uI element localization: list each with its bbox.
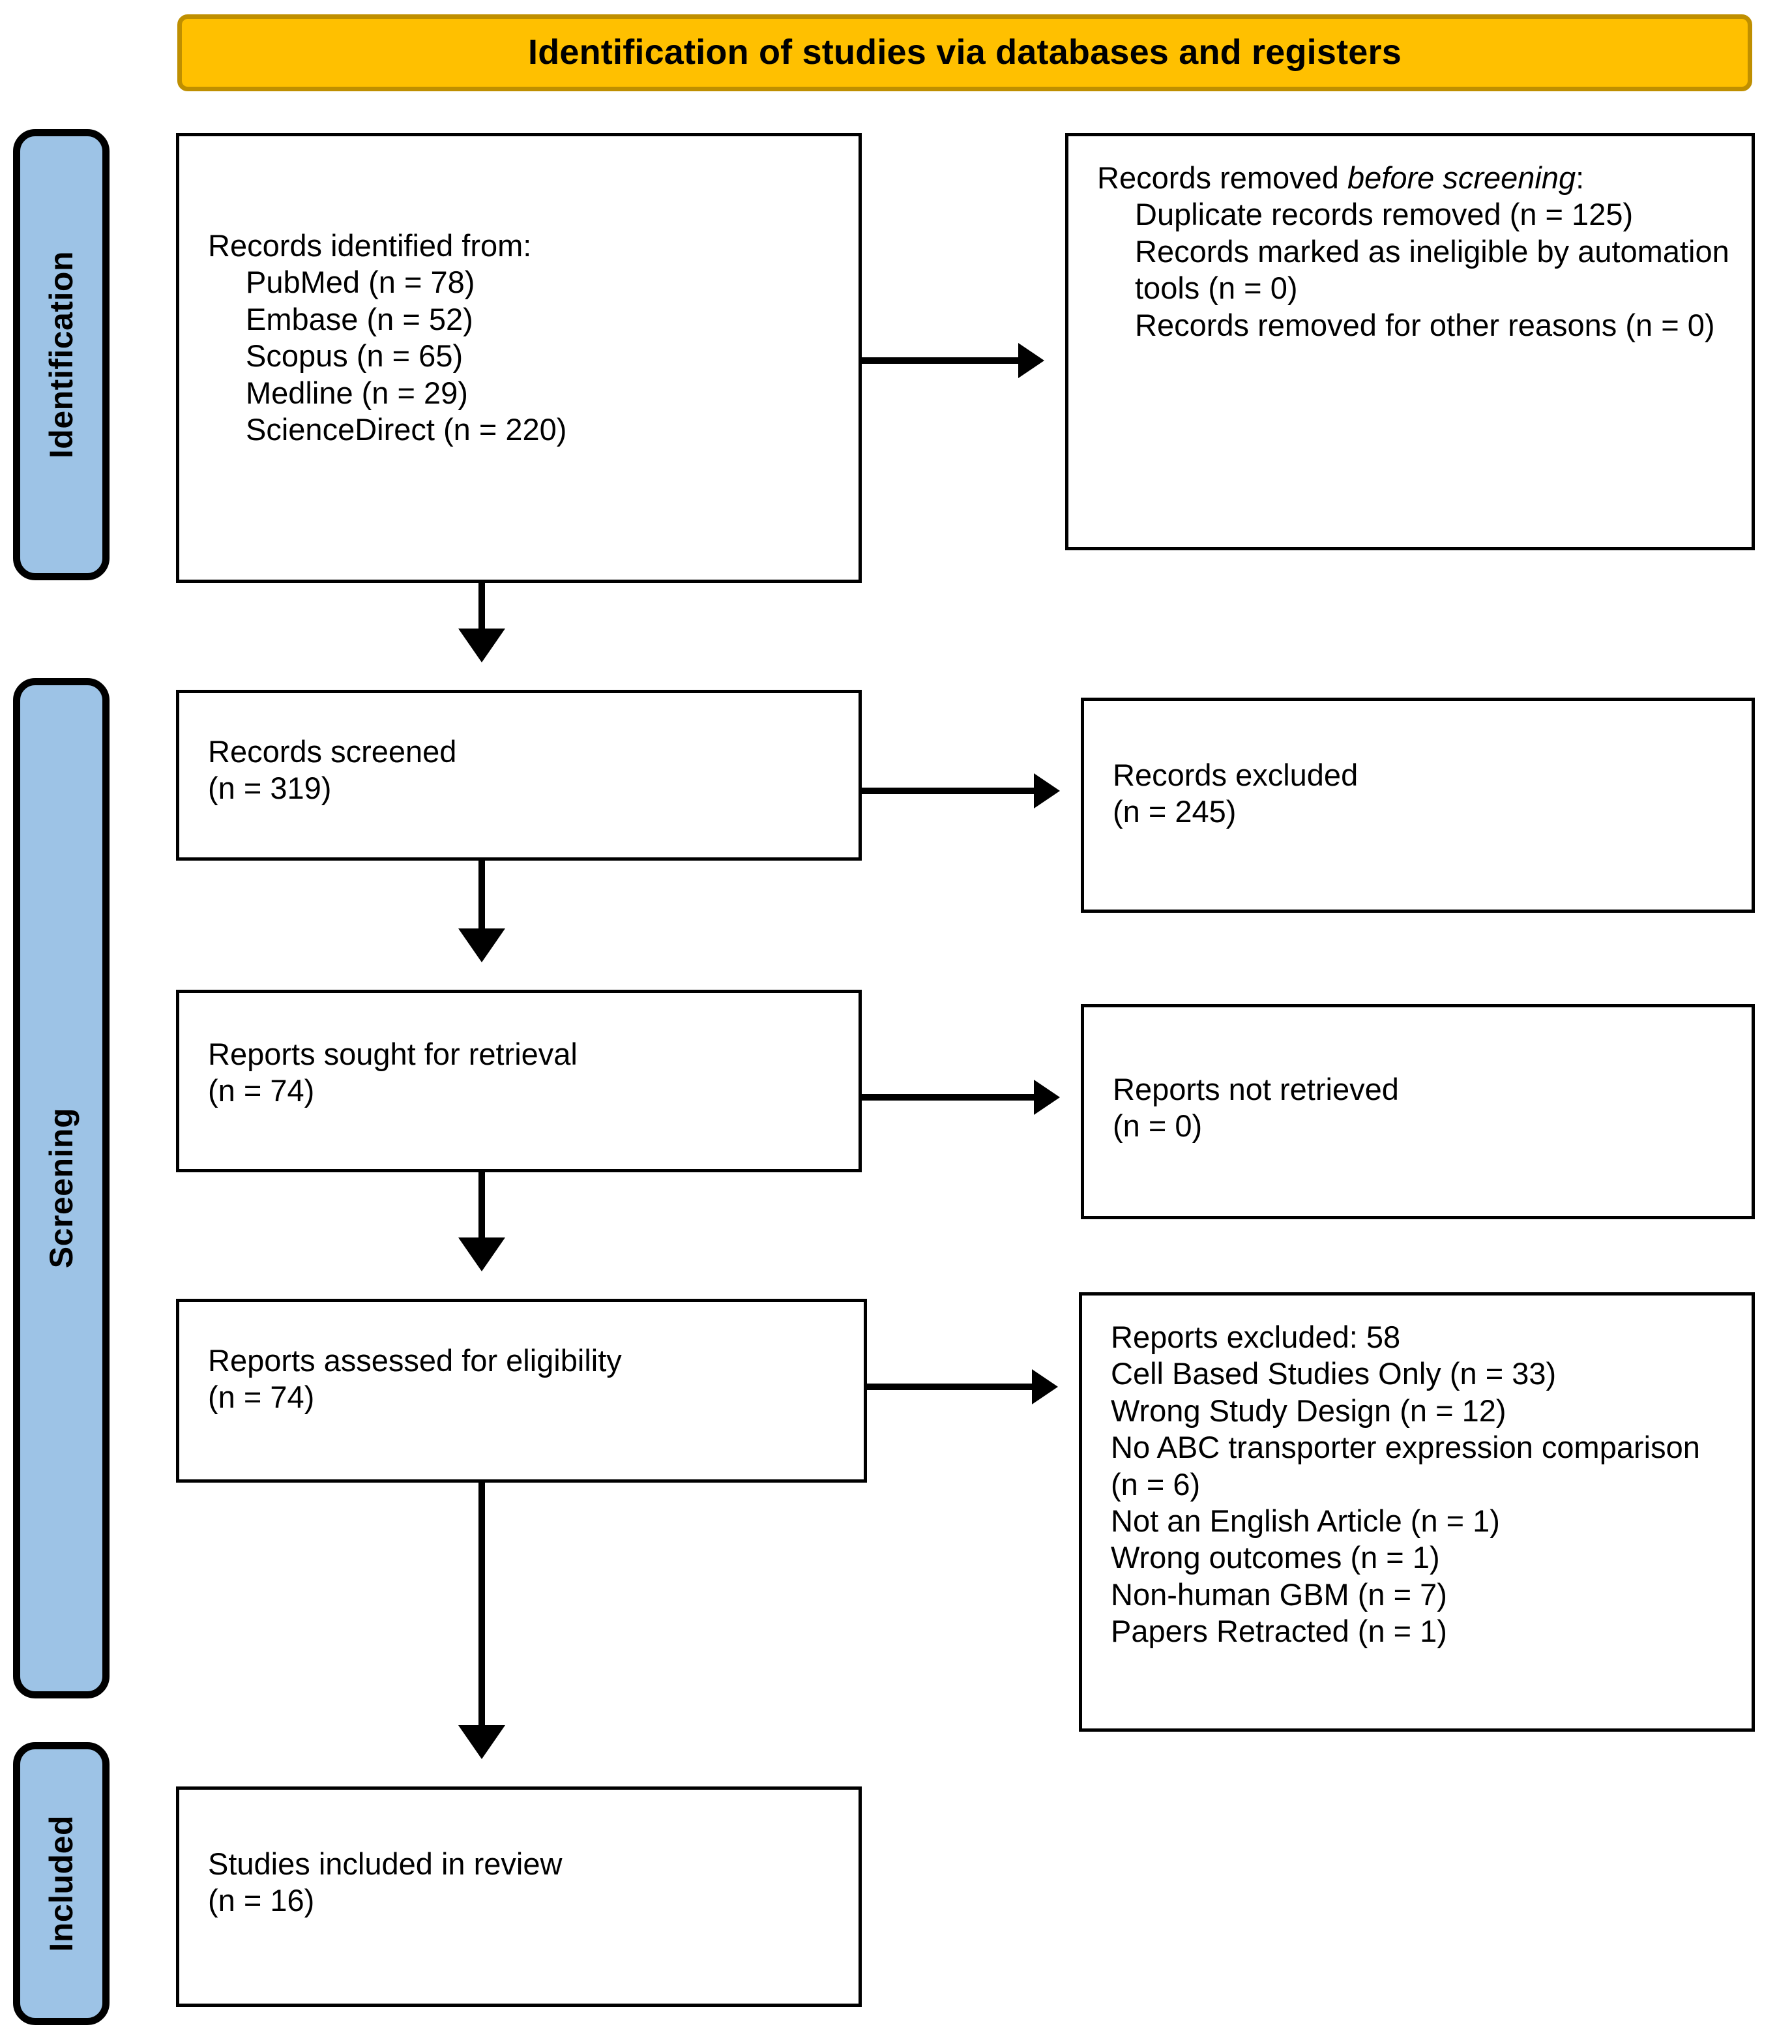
- box-reports-not-retrieved: Reports not retrieved (n = 0): [1081, 1004, 1755, 1219]
- records-removed-item-automation: Records marked as ineligible by automati…: [1135, 233, 1738, 306]
- records-identified-source-sciencedirect: ScienceDirect (n = 220): [246, 411, 567, 447]
- records-removed-heading: Records removed before screening:: [1097, 160, 1732, 196]
- records-identified-source-medline: Medline (n = 29): [246, 375, 468, 410]
- stage-label-identification: Identification: [13, 129, 110, 580]
- records-excluded-label: Records excluded: [1113, 758, 1359, 792]
- diagram-title-text: Identification of studies via databases …: [528, 33, 1402, 72]
- arrow-identified-to-screened: [478, 583, 485, 656]
- reports-sought-count: (n = 74): [208, 1073, 315, 1108]
- records-identified-heading: Records identified from:: [208, 228, 532, 263]
- reports-excluded-reason-cell-based: Cell Based Studies Only (n = 33): [1111, 1356, 1557, 1391]
- box-reports-excluded-content: Reports excluded: 58 Cell Based Studies …: [1111, 1319, 1732, 1650]
- box-reports-assessed-for-eligibility: Reports assessed for eligibility (n = 74…: [176, 1299, 867, 1483]
- records-identified-source-embase: Embase (n = 52): [246, 301, 473, 336]
- box-records-screened-content: Records screened (n = 319): [208, 733, 839, 807]
- box-reports-not-retrieved-content: Reports not retrieved (n = 0): [1113, 1071, 1732, 1145]
- reports-excluded-reason-wrong-outcomes: Wrong outcomes (n = 1): [1111, 1540, 1440, 1575]
- records-removed-heading-italic: before screening: [1347, 160, 1576, 195]
- box-records-excluded-content: Records excluded (n = 245): [1113, 757, 1732, 831]
- reports-excluded-reason-retracted: Papers Retracted (n = 1): [1111, 1614, 1447, 1649]
- box-reports-excluded-reasons: Reports excluded: 58 Cell Based Studies …: [1079, 1292, 1755, 1732]
- box-reports-sought-content: Reports sought for retrieval (n = 74): [208, 1036, 839, 1110]
- studies-included-count: (n = 16): [208, 1883, 315, 1918]
- arrow-identified-to-removed: [862, 357, 1039, 364]
- diagram-title-banner: Identification of studies via databases …: [177, 14, 1752, 91]
- arrow-assessed-to-included: [478, 1483, 485, 1753]
- box-records-screened: Records screened (n = 319): [176, 690, 862, 861]
- records-identified-source-pubmed: PubMed (n = 78): [246, 265, 475, 300]
- reports-assessed-label: Reports assessed for eligibility: [208, 1343, 622, 1378]
- box-studies-included-in-review: Studies included in review (n = 16): [176, 1786, 862, 2007]
- box-records-removed-content: Records removed before screening: Duplic…: [1097, 160, 1732, 344]
- stage-label-screening-text: Screening: [43, 1108, 80, 1269]
- stage-label-included: Included: [13, 1742, 110, 2025]
- arrow-sought-to-assessed: [478, 1172, 485, 1265]
- records-removed-heading-pre: Records removed: [1097, 160, 1347, 195]
- reports-excluded-reason-not-english: Not an English Article (n = 1): [1111, 1503, 1500, 1538]
- records-removed-item-other: Records removed for other reasons (n = 0…: [1135, 307, 1715, 342]
- reports-not-retrieved-label: Reports not retrieved: [1113, 1072, 1399, 1106]
- arrow-screened-to-excluded: [862, 788, 1055, 794]
- reports-excluded-reason-non-human-gbm: Non-human GBM (n = 7): [1111, 1577, 1447, 1612]
- stage-label-screening: Screening: [13, 678, 110, 1698]
- reports-not-retrieved-count: (n = 0): [1113, 1108, 1203, 1144]
- arrow-assessed-to-reports-excluded: [867, 1384, 1053, 1390]
- box-records-identified-content: Records identified from: PubMed (n = 78)…: [208, 228, 839, 448]
- box-records-removed-before-screening: Records removed before screening: Duplic…: [1065, 133, 1755, 550]
- records-screened-label: Records screened: [208, 734, 457, 769]
- studies-included-label: Studies included in review: [208, 1846, 563, 1881]
- stage-label-identification-text: Identification: [43, 250, 80, 459]
- box-studies-included-content: Studies included in review (n = 16): [208, 1846, 839, 1919]
- reports-assessed-count: (n = 74): [208, 1380, 315, 1415]
- records-screened-count: (n = 319): [208, 771, 332, 806]
- records-removed-item-duplicates: Duplicate records removed (n = 125): [1135, 197, 1634, 232]
- arrow-screened-to-sought: [478, 861, 485, 956]
- arrow-sought-to-not-retrieved: [862, 1094, 1055, 1101]
- reports-excluded-heading: Reports excluded: 58: [1111, 1320, 1401, 1354]
- records-excluded-count: (n = 245): [1113, 794, 1237, 829]
- stage-label-included-text: Included: [43, 1815, 80, 1952]
- reports-sought-label: Reports sought for retrieval: [208, 1037, 578, 1071]
- records-identified-source-scopus: Scopus (n = 65): [246, 338, 463, 374]
- reports-excluded-reason-no-abc-transporter: No ABC transporter expression comparison…: [1111, 1430, 1709, 1502]
- records-removed-heading-post: :: [1576, 160, 1585, 195]
- reports-excluded-reason-study-design: Wrong Study Design (n = 12): [1111, 1393, 1506, 1428]
- box-reports-assessed-content: Reports assessed for eligibility (n = 74…: [208, 1342, 844, 1416]
- box-records-identified: Records identified from: PubMed (n = 78)…: [176, 133, 862, 583]
- box-records-excluded: Records excluded (n = 245): [1081, 698, 1755, 913]
- box-reports-sought-for-retrieval: Reports sought for retrieval (n = 74): [176, 990, 862, 1172]
